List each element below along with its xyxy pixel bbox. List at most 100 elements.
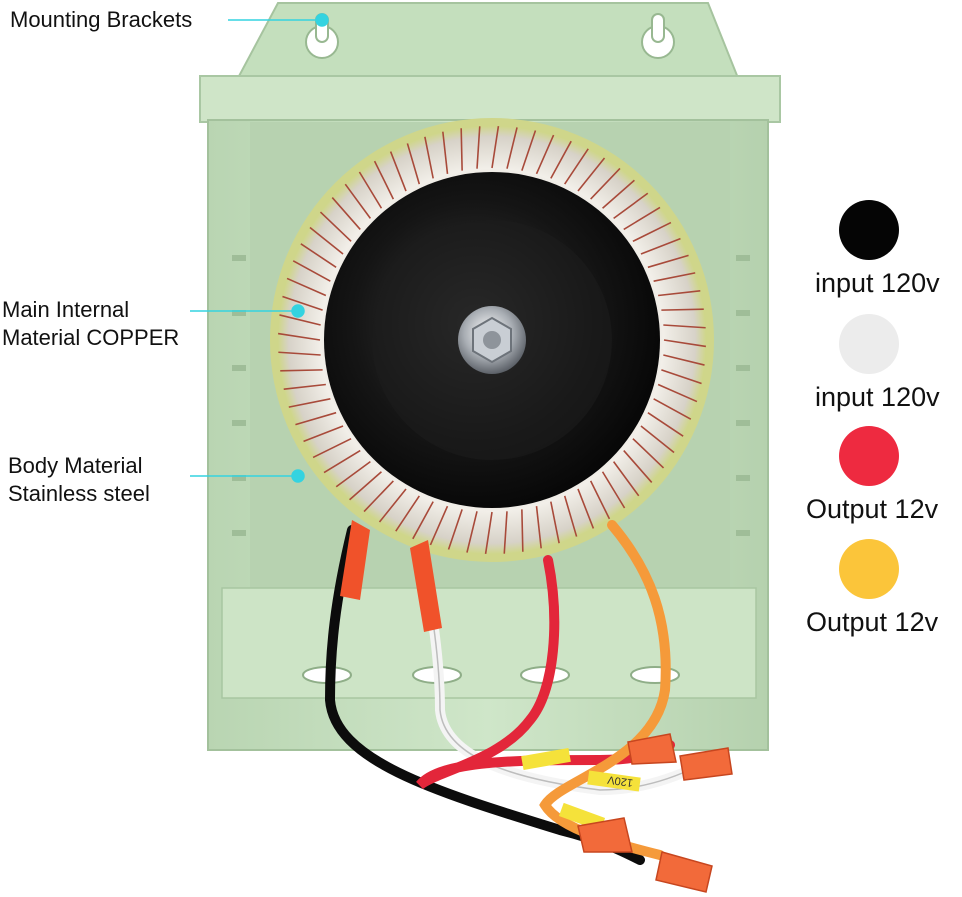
winding-turn	[358, 171, 383, 209]
callout-text: Main Internal	[2, 297, 130, 322]
copper-windings	[277, 125, 707, 555]
mounting-bracket	[236, 2, 740, 79]
callout-lines	[190, 13, 329, 483]
callout-mounting-brackets: Mounting Brackets	[10, 6, 192, 34]
winding-turn	[535, 134, 555, 175]
winding-turn	[344, 183, 372, 219]
toroidal-transformer	[270, 118, 714, 562]
winding-turn	[312, 437, 352, 459]
winding-turn	[632, 438, 665, 469]
winding-turn	[335, 460, 371, 488]
winding-turn	[564, 148, 589, 185]
winding-turn	[640, 237, 681, 255]
winding-turn	[279, 314, 321, 326]
winding-turn	[442, 131, 449, 174]
winding-turn	[280, 369, 323, 372]
winding-turn	[378, 488, 407, 523]
winding-turn	[300, 243, 337, 268]
vent-slots-right	[736, 255, 750, 536]
wire-boot	[410, 540, 442, 632]
winding-turn	[661, 369, 702, 385]
winding-turn	[466, 511, 478, 553]
winding-turn	[429, 505, 449, 546]
winding-turn	[288, 398, 331, 408]
winding-turn	[521, 509, 524, 552]
winding-turn	[632, 221, 672, 243]
legend-label: input 120v	[815, 382, 940, 412]
winding-turn	[323, 449, 361, 474]
winding-turn	[647, 254, 689, 269]
winding-turn	[309, 226, 344, 255]
winding-turn	[577, 157, 606, 192]
winding-turn	[640, 425, 675, 454]
winding-turn	[663, 354, 705, 366]
winding-turn	[506, 127, 518, 169]
winding-turn	[406, 143, 421, 185]
legend-label: Output 12v	[806, 607, 939, 637]
callout-text: Material COPPER	[2, 325, 180, 350]
winding-turn	[577, 488, 595, 529]
callout-text: Mounting Brackets	[10, 7, 193, 32]
winding-turn	[395, 495, 420, 532]
winding-turn	[563, 495, 578, 537]
legend-color-dot	[839, 539, 899, 599]
winding-turn	[319, 211, 352, 242]
wire-boot	[340, 520, 370, 600]
winding-turn	[503, 511, 508, 554]
winding-turn	[589, 480, 611, 520]
vent-slots-left	[232, 255, 246, 536]
winding-turn	[373, 160, 395, 200]
winding-turn	[349, 471, 382, 501]
winding-turn	[535, 506, 542, 549]
callout-text: Body Material	[8, 453, 143, 478]
legend-label: Output 12v	[806, 494, 939, 524]
winding-turn	[286, 277, 327, 297]
winding-turn	[623, 450, 653, 483]
legend-color-dot	[839, 426, 899, 486]
wire-nuts	[577, 733, 733, 893]
winding-turn	[521, 130, 537, 171]
winding-turn	[602, 179, 635, 209]
legend-color-dot	[839, 314, 899, 374]
winding-turn	[653, 272, 696, 282]
winding-turn	[424, 136, 434, 179]
winding-turn	[612, 461, 640, 497]
winding-turn	[277, 332, 321, 341]
winding-turn	[389, 151, 407, 192]
winding-turn	[363, 480, 394, 513]
wire-tag-label: 120V	[606, 773, 634, 789]
winding-turn	[623, 206, 661, 231]
winding-turn	[491, 125, 500, 169]
winding-turn	[447, 509, 463, 550]
winding-turn	[613, 192, 649, 220]
callout-internal-material: Main Internal Material COPPER	[2, 296, 179, 352]
winding-turn	[278, 351, 321, 356]
winding-turn	[601, 471, 626, 509]
winding-turn	[590, 167, 621, 200]
mounting-hole-right	[641, 13, 675, 59]
wires	[324, 520, 733, 893]
winding-turn	[331, 197, 361, 230]
winding-turn	[657, 383, 698, 403]
winding-turn	[661, 308, 704, 311]
winding-turn	[303, 425, 344, 443]
winding-turn	[663, 339, 707, 348]
callout-body-material: Body Material Stainless steel	[8, 452, 150, 508]
legend-label: input 120v	[815, 268, 940, 298]
winding-turn	[484, 511, 493, 555]
winding-turn	[476, 126, 481, 169]
winding-turn	[295, 411, 337, 426]
winding-turn	[550, 140, 572, 179]
winding-turn	[292, 260, 331, 282]
legend-color-dot	[839, 200, 899, 260]
winding-turn	[412, 501, 434, 540]
winding-turn	[647, 412, 684, 437]
callout-text: Stainless steel	[8, 481, 150, 506]
winding-turn	[460, 128, 463, 171]
winding-turn	[663, 324, 706, 329]
winding-turn	[282, 295, 323, 311]
winding-turn	[283, 383, 326, 390]
winding-turn	[550, 501, 560, 544]
winding-turn	[653, 398, 692, 420]
winding-turn	[658, 290, 701, 297]
